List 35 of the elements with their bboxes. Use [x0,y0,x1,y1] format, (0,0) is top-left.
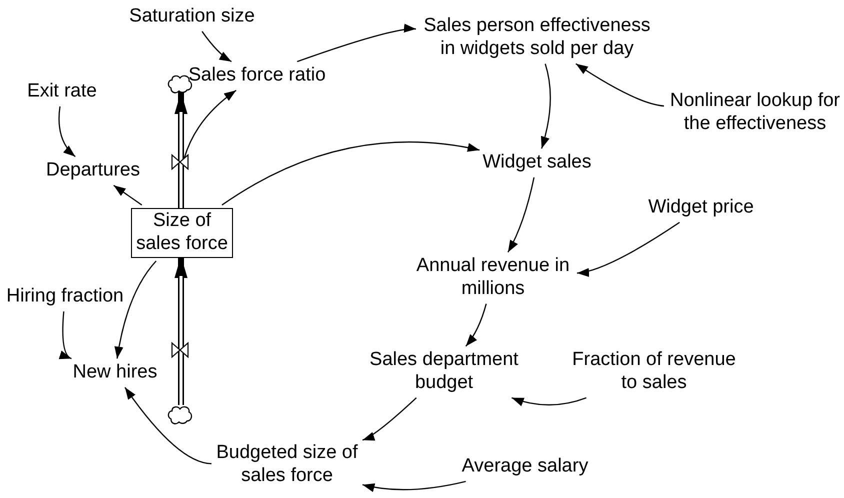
variable-label: Fraction of revenue to sales [571,349,737,395]
causal-arrow [512,397,586,406]
causal-arrow [296,24,416,62]
variable-label: Departures [46,160,140,182]
variable-label: Exit rate [27,80,97,104]
variable-label: Average salary [462,456,588,478]
causal-arrow [540,64,551,149]
causal-arrow [576,63,664,107]
causal-arrow [114,260,157,359]
causal-arrow [507,177,535,252]
causal-arrow [124,387,212,464]
flow-pipe [174,256,188,405]
causal-arrow [113,184,142,206]
variable-label: Budgeted size of sales force [215,442,359,488]
variable-label: Sales person effectiveness in widgets sold per day [422,15,652,61]
variable-label: Widget price [648,196,754,220]
variable-label: Annual revenue in millions [415,255,571,301]
causal-arrow [58,311,72,360]
flow-pipe [174,92,188,208]
variable-label: Nonlinear lookup for the effectiveness [668,90,842,136]
causal-arrow [465,304,487,347]
stock-label: Size of sales force [136,210,228,256]
variable-label: Sales department budget [368,349,520,395]
variable-label: Saturation size [129,6,255,28]
causal-arrow [362,480,466,492]
causal-arrow [202,31,232,62]
variable-label: Hiring fraction [6,286,124,308]
causal-arrow [222,141,480,206]
causal-arrow [58,106,76,158]
cloud-symbol [167,405,193,425]
variable-label: Widget sales [482,152,592,174]
causal-arrow [362,397,417,441]
variable-label: New hires [72,362,158,384]
causal-arrow [576,222,680,276]
variable-label: Sales force ratio [188,64,326,88]
